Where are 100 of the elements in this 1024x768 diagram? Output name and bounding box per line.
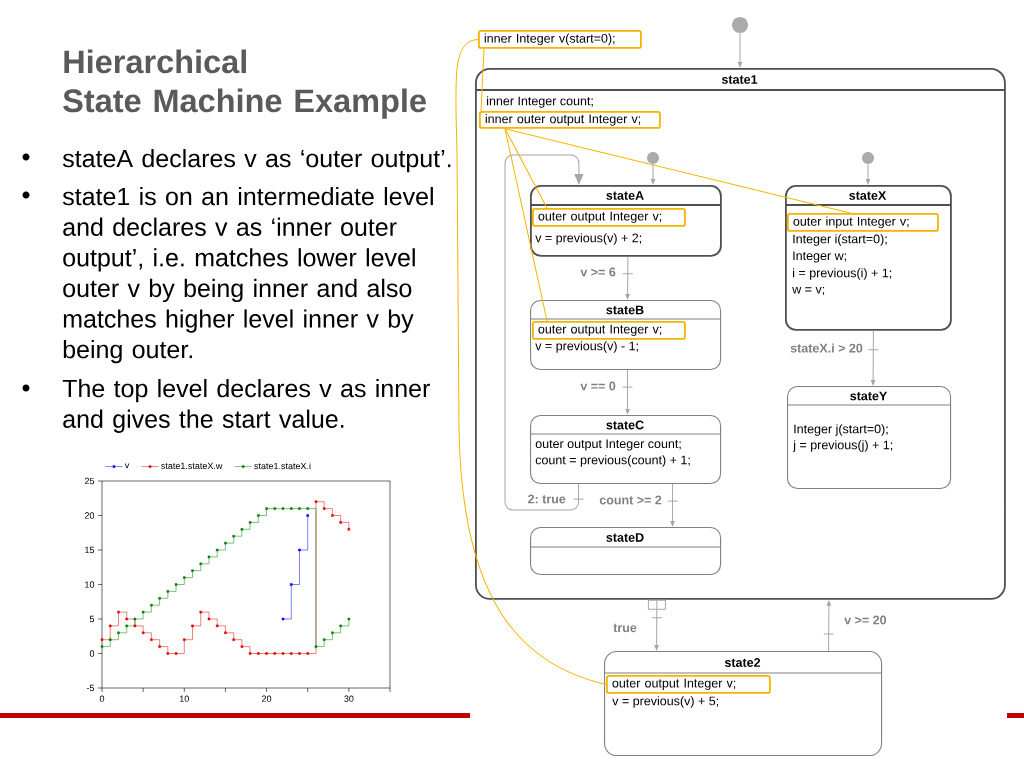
y-tick-label: 5 (89, 615, 95, 623)
highlighted-declaration: inner outer output Integer v; (479, 111, 661, 129)
point (174, 652, 178, 655)
transition-arrow (504, 154, 585, 511)
point (117, 610, 120, 614)
highlighted-declaration: outer input Integer v; (787, 213, 939, 232)
state-name: state1 (721, 75, 758, 84)
point (199, 562, 202, 566)
transition-arrow (823, 600, 835, 652)
point (265, 652, 268, 655)
point (347, 617, 351, 621)
point (191, 624, 194, 628)
point (141, 610, 145, 614)
code-line: count = previous(count) + 1; (535, 455, 690, 467)
link-line (504, 128, 548, 209)
point (125, 624, 128, 628)
y-tick-label: 0 (89, 650, 95, 657)
point (100, 638, 104, 641)
point (265, 507, 268, 510)
link-line (504, 128, 851, 214)
code-line: Integer w; (793, 251, 846, 263)
code-line: inner Integer count; (487, 96, 593, 108)
transition-arrow (622, 256, 634, 300)
transition-label: v >= 6 (580, 267, 616, 277)
bullet-text: state1 is on an intermediate level and declares v as ‘inner outer output’, i.e. matches lower level outer v by being inner and also matches higher level inner v by being outer. (62, 187, 433, 364)
y-tick-label: 20 (84, 512, 95, 519)
point (257, 514, 260, 517)
transition-arrow (650, 163, 656, 185)
y-tick-label: -5 (86, 684, 95, 692)
point (166, 652, 170, 655)
point (207, 617, 211, 621)
point (306, 514, 309, 517)
x-tick-label: 0 (99, 695, 105, 702)
transition-arrow (865, 163, 871, 185)
point (141, 631, 145, 635)
point (215, 624, 219, 628)
point (232, 638, 235, 641)
point (290, 583, 293, 586)
point (339, 624, 342, 628)
state-name: stateC (606, 420, 644, 430)
point (248, 521, 252, 524)
transition-label: 2: true (528, 494, 566, 504)
legend-label: v (124, 463, 130, 469)
point (215, 548, 219, 552)
legend-label: state1.stateX.w (161, 462, 223, 470)
point (298, 507, 301, 510)
point (158, 645, 161, 648)
state-name: state2 (724, 658, 761, 667)
state-name: stateD (606, 533, 644, 542)
point (298, 548, 301, 552)
point (314, 645, 318, 648)
point (150, 638, 153, 641)
point (183, 576, 186, 579)
link-line (480, 48, 485, 112)
transition-label: v >= 20 (844, 615, 887, 625)
point (100, 645, 104, 648)
state-name: stateB (606, 305, 644, 315)
transition-arrow (737, 32, 743, 68)
point (224, 631, 227, 635)
legend-label: state1.stateX.i (254, 462, 311, 470)
y-tick-label: 25 (84, 477, 95, 485)
code-line: v = previous(v) + 5; (612, 696, 719, 708)
bullet-text: The top level declares v as inner and gives the start value. (62, 379, 430, 433)
point (207, 555, 211, 559)
link-line (455, 38, 607, 685)
point (290, 652, 293, 655)
point (133, 624, 137, 628)
point (273, 652, 277, 655)
point (281, 652, 285, 655)
point (257, 652, 260, 655)
point (240, 528, 244, 531)
highlighted-declaration: inner Integer v(start=0); (478, 30, 642, 49)
point (191, 569, 194, 572)
highlighted-declaration: outer output Integer v; (606, 675, 771, 694)
point (298, 652, 301, 655)
point (248, 652, 252, 655)
point (331, 514, 334, 517)
x-tick-label: 10 (179, 695, 189, 702)
code-line: Integer i(start=0); (793, 234, 887, 246)
point (232, 534, 235, 538)
code-line: v = previous(v) + 2; (535, 233, 642, 245)
bullet-text: stateA declares v as ‘outer output’. (62, 149, 451, 173)
link-line (504, 128, 548, 322)
point (240, 645, 244, 648)
point (339, 521, 342, 524)
point (331, 631, 334, 635)
transition-label: true (613, 623, 637, 633)
point (133, 617, 137, 621)
point (125, 617, 128, 621)
highlighted-declaration: outer output Integer v; (532, 321, 686, 340)
point (174, 583, 178, 586)
transition-arrow (667, 483, 679, 527)
code-line: v = previous(v) - 1; (535, 341, 638, 353)
point (281, 507, 285, 510)
point (224, 541, 227, 545)
point (322, 638, 326, 641)
point (158, 597, 161, 600)
state-name: stateA (606, 191, 644, 200)
highlighted-declaration: outer output Integer v; (532, 208, 686, 227)
point (108, 638, 112, 641)
